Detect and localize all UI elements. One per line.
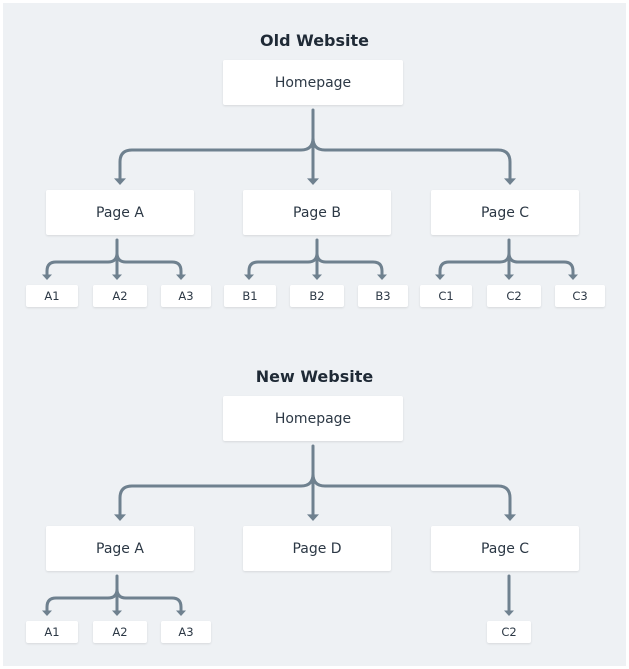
new-page-c-connector-arrow-center: [504, 610, 514, 616]
new-page-d-node: Page D: [243, 526, 391, 571]
old-page-a-connector-arrow-0: [42, 274, 52, 280]
old-page-b-connector-arrow-center: [312, 274, 322, 280]
old-c1-node: C1: [420, 285, 472, 307]
old-page-c-connector-arrow-2: [568, 274, 578, 280]
new-page-a-connector-arrow-0: [42, 610, 52, 616]
old-page-c-connector-branch-0: [438, 251, 511, 276]
old-home-connector-branch-0: [118, 136, 315, 180]
old-page-a-connector-arrow-2: [176, 274, 186, 280]
old-a3-node: A3: [161, 285, 211, 307]
new-page-a-connector-arrow-center: [112, 610, 122, 616]
old-page-b-connector-arrow-0: [244, 274, 254, 280]
old-page-c-connector-arrow-0: [435, 274, 445, 280]
new-page-a-connector-branch-0: [45, 587, 119, 612]
old-a2-node: A2: [93, 285, 147, 307]
old-page-a-connector-branch-2: [115, 251, 183, 276]
new-page-a-connector-arrow-2: [176, 610, 186, 616]
new-c2-node: C2: [487, 621, 531, 643]
new-home-connector-arrow-2: [504, 514, 516, 521]
new-home-connector-branch-0: [118, 472, 315, 516]
new-a2-node: A2: [93, 621, 147, 643]
old-page-c-node: Page C: [431, 190, 579, 235]
new-home-connector-arrow-center: [307, 514, 319, 521]
new-home-connector-branch-2: [311, 472, 512, 516]
old-c3-node: C3: [555, 285, 605, 307]
old-page-a-node: Page A: [46, 190, 194, 235]
new-page-a-connector-branch-2: [115, 587, 183, 612]
old-homepage-node: Homepage: [223, 60, 403, 105]
old-page-b-node: Page B: [243, 190, 391, 235]
old-home-connector-arrow-0: [114, 178, 126, 185]
old-page-c-connector-branch-2: [507, 251, 575, 276]
new-website-title: New Website: [255, 367, 374, 386]
new-page-c-node: Page C: [431, 526, 579, 571]
old-page-b-connector-branch-2: [315, 251, 384, 276]
new-a3-node: A3: [161, 621, 211, 643]
new-page-a-node: Page A: [46, 526, 194, 571]
old-home-connector-arrow-center: [307, 178, 319, 185]
old-home-connector-branch-2: [311, 136, 512, 180]
old-page-b-connector-arrow-2: [377, 274, 387, 280]
old-b3-node: B3: [358, 285, 408, 307]
old-page-a-connector-branch-0: [45, 251, 119, 276]
new-home-connector-arrow-0: [114, 514, 126, 521]
old-a1-node: A1: [26, 285, 78, 307]
old-b2-node: B2: [290, 285, 344, 307]
old-page-c-connector-arrow-center: [504, 274, 514, 280]
old-website-title: Old Website: [260, 31, 369, 50]
old-page-a-connector-arrow-center: [112, 274, 122, 280]
old-c2-node: C2: [487, 285, 541, 307]
new-a1-node: A1: [26, 621, 78, 643]
old-b1-node: B1: [224, 285, 276, 307]
old-home-connector-arrow-2: [504, 178, 516, 185]
old-page-b-connector-branch-0: [247, 251, 319, 276]
new-homepage-node: Homepage: [223, 396, 403, 441]
